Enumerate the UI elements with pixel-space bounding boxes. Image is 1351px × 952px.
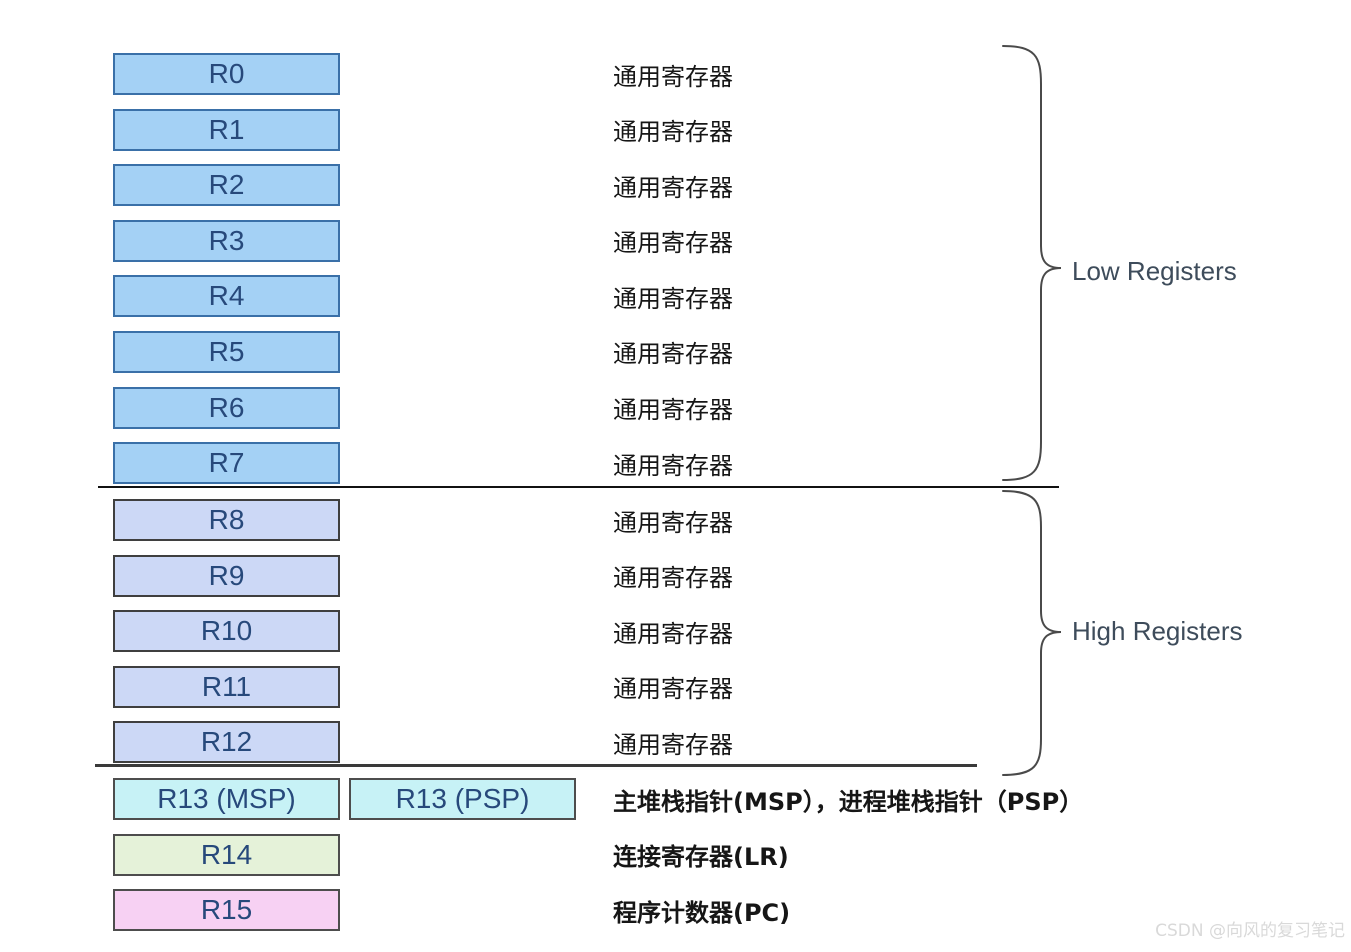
low-registers-brace [1002,45,1062,481]
register-description: 通用寄存器 [613,62,733,91]
register-description: 通用寄存器 [613,619,733,648]
register-row: R11 通用寄存器 [113,665,733,708]
register-description: 通用寄存器 [613,675,733,704]
register-description: 连接寄存器(LR) [613,843,789,872]
register-row: R10 通用寄存器 [113,610,733,653]
register-row: R6 通用寄存器 [113,386,733,429]
register-row: R5 通用寄存器 [113,330,733,373]
low-registers-group: R0 通用寄存器 R1 通用寄存器 R2 通用寄存器 R3 通用寄存器 R4 通… [113,53,733,485]
register-row: R15 程序计数器(PC) [113,889,1083,932]
high-registers-brace [1002,490,1062,776]
register-description: 通用寄存器 [613,118,733,147]
register-box-r1: R1 [113,108,340,151]
register-row: R4 通用寄存器 [113,275,733,318]
register-row: R0 通用寄存器 [113,53,733,95]
register-box-r9: R9 [113,554,340,597]
register-box-r2: R2 [113,164,340,207]
register-row: R3 通用寄存器 [113,219,733,262]
register-row: R2 通用寄存器 [113,164,733,207]
register-box-r7: R7 [113,442,340,485]
register-row: R14 连接寄存器(LR) [113,833,1083,876]
register-box-r6: R6 [113,386,340,429]
register-box-r13-psp: R13 (PSP) [349,778,576,820]
register-box-r3: R3 [113,219,340,262]
register-box-r4: R4 [113,275,340,318]
special-registers-group: R13 (MSP) R13 (PSP) 主堆栈指针(MSP），进程堆栈指针（PS… [113,778,1083,932]
group-divider-line [98,486,1059,488]
register-box-r0: R0 [113,53,340,95]
register-row: R1 通用寄存器 [113,108,733,151]
register-description: 通用寄存器 [613,730,733,759]
register-box-r11: R11 [113,665,340,708]
register-box-r8: R8 [113,499,340,541]
csdn-watermark: CSDN @向风的复习笔记 [1155,921,1345,941]
register-description: 通用寄存器 [613,284,733,313]
register-box-r15: R15 [113,889,340,932]
register-box-r13-msp: R13 (MSP) [113,778,340,820]
register-row: R13 (MSP) R13 (PSP) 主堆栈指针(MSP），进程堆栈指针（PS… [113,778,1083,820]
register-row: R8 通用寄存器 [113,499,733,541]
register-row: R12 通用寄存器 [113,721,733,764]
high-registers-label: High Registers [1072,616,1243,646]
register-box-r12: R12 [113,721,340,764]
register-description: 通用寄存器 [613,340,733,369]
register-description: 通用寄存器 [613,451,733,480]
high-registers-group: R8 通用寄存器 R9 通用寄存器 R10 通用寄存器 R11 通用寄存器 R1… [113,499,733,764]
register-row: R7 通用寄存器 [113,442,733,485]
register-box-r14: R14 [113,833,340,876]
register-description: 通用寄存器 [613,229,733,258]
register-box-r10: R10 [113,610,340,653]
group-divider-line [95,764,977,767]
register-description: 通用寄存器 [613,564,733,593]
register-row: R9 通用寄存器 [113,554,733,597]
register-box-r5: R5 [113,330,340,373]
register-description: 通用寄存器 [613,396,733,425]
register-description: 通用寄存器 [613,173,733,202]
register-description: 程序计数器(PC) [613,898,791,927]
register-description: 主堆栈指针(MSP），进程堆栈指针（PSP） [613,787,1084,816]
register-description: 通用寄存器 [613,508,733,537]
low-registers-label: Low Registers [1072,256,1237,286]
